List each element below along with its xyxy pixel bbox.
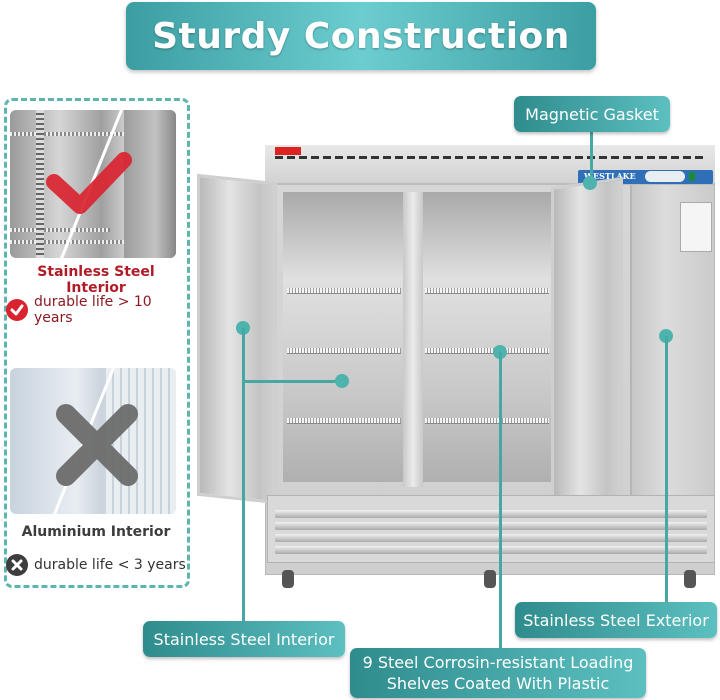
gasket-marker [583, 176, 597, 190]
callout-stainless-exterior: Stainless Steel Exterior [515, 602, 717, 638]
interior-shelf [287, 348, 401, 354]
brand-name: WESTLAKE [584, 171, 636, 181]
interior-marker-2 [335, 374, 349, 388]
bad-material-title: Aluminium Interior [21, 524, 171, 540]
base-louver [275, 534, 707, 542]
brand-logo [275, 147, 301, 155]
bad-life-text: durable life < 3 years [34, 557, 186, 573]
caster-wheel [484, 570, 496, 588]
interior-leader-branch [242, 380, 342, 383]
interior-leader [242, 328, 245, 624]
fridge-vent [275, 156, 705, 159]
callout-shelves-line2: Shelves Coated With Plastic [386, 674, 610, 693]
caster-wheel [282, 570, 294, 588]
fridge-middle-door [551, 176, 623, 510]
callout-stainless-exterior-text: Stainless Steel Exterior [523, 610, 709, 630]
good-material-title: Stainless Steel Interior [37, 264, 155, 296]
title-banner: Sturdy Construction [126, 2, 596, 70]
power-switch [689, 172, 695, 181]
caster-wheel [684, 570, 696, 588]
callout-shelves: 9 Steel Corrosin-resistant Loading Shelv… [350, 648, 646, 698]
callout-shelves-line1: 9 Steel Corrosin-resistant Loading [362, 653, 634, 672]
interior-shelf [425, 348, 549, 354]
callout-magnetic-gasket-text: Magnetic Gasket [525, 104, 659, 124]
temperature-display [645, 171, 685, 182]
base-louver [275, 510, 707, 518]
callout-magnetic-gasket: Magnetic Gasket [514, 96, 670, 132]
page-title: Sturdy Construction [152, 15, 570, 57]
stainless-interior-image [10, 110, 176, 258]
spec-label [680, 202, 712, 252]
interior-shelf [425, 288, 549, 294]
check-mark-icon [46, 152, 132, 214]
callout-stainless-interior: Stainless Steel Interior [143, 621, 345, 657]
check-circle-icon [6, 299, 28, 321]
x-circle-icon [6, 554, 28, 576]
callout-stainless-interior-text: Stainless Steel Interior [153, 629, 335, 649]
interior-shelf [287, 288, 401, 294]
refrigerator-image: WESTLAKE [195, 140, 720, 600]
bad-material-life: durable life < 3 years [6, 554, 190, 576]
exterior-leader [665, 336, 668, 602]
base-louver [275, 546, 707, 554]
good-life-text: durable life > 10 years [34, 294, 152, 326]
comparison-box [4, 98, 190, 588]
shelves-leader [499, 352, 502, 648]
fridge-left-door [197, 173, 277, 505]
gasket-leader [590, 132, 593, 182]
x-mark-icon [56, 404, 138, 486]
interior-shelf [425, 418, 549, 424]
center-mullion [403, 192, 423, 487]
base-louver [275, 522, 707, 530]
good-material-life: durable life > 10 years [6, 294, 190, 326]
interior-shelf [287, 418, 401, 424]
